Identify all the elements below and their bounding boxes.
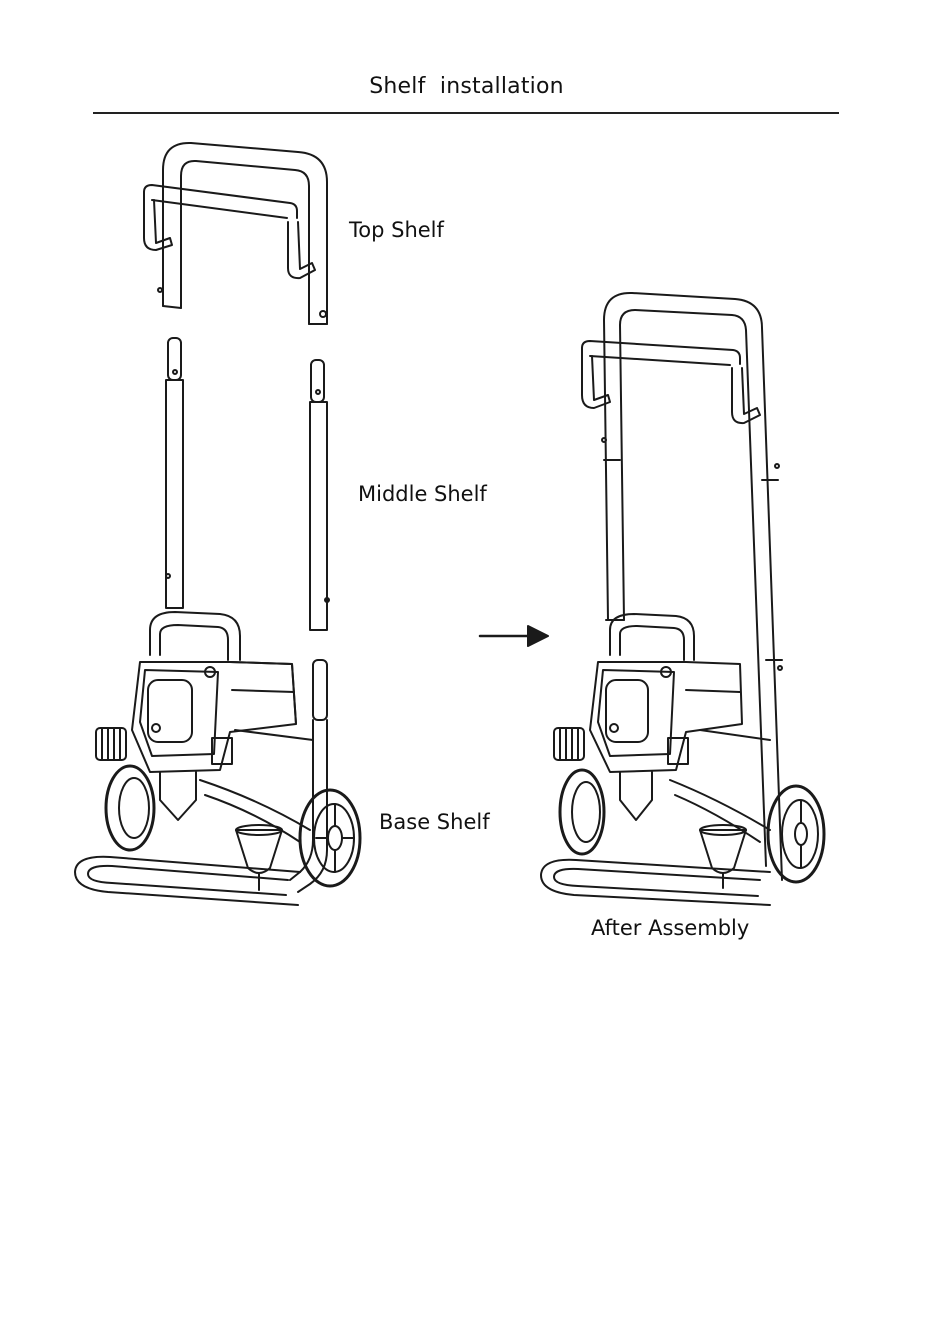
arrow-right-icon: [480, 626, 548, 646]
top-shelf-part: [144, 143, 327, 324]
after-assembly-label: After Assembly: [591, 916, 749, 940]
middle-shelf-part: [166, 338, 329, 630]
base-shelf-part: [75, 612, 360, 905]
middle-shelf-label: Middle Shelf: [358, 482, 487, 506]
assembled-trolley: [541, 293, 824, 905]
base-shelf-label: Base Shelf: [379, 810, 490, 834]
top-shelf-label: Top Shelf: [349, 218, 444, 242]
